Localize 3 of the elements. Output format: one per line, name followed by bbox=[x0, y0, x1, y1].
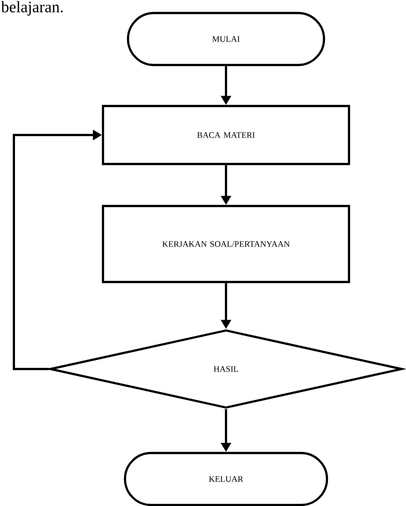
caption-text: belajaran. bbox=[1, 1, 63, 16]
process-box: KERJAKAN SOAL/PERTANYAAN bbox=[102, 204, 350, 284]
process-box: BACA MATERI bbox=[102, 104, 350, 166]
